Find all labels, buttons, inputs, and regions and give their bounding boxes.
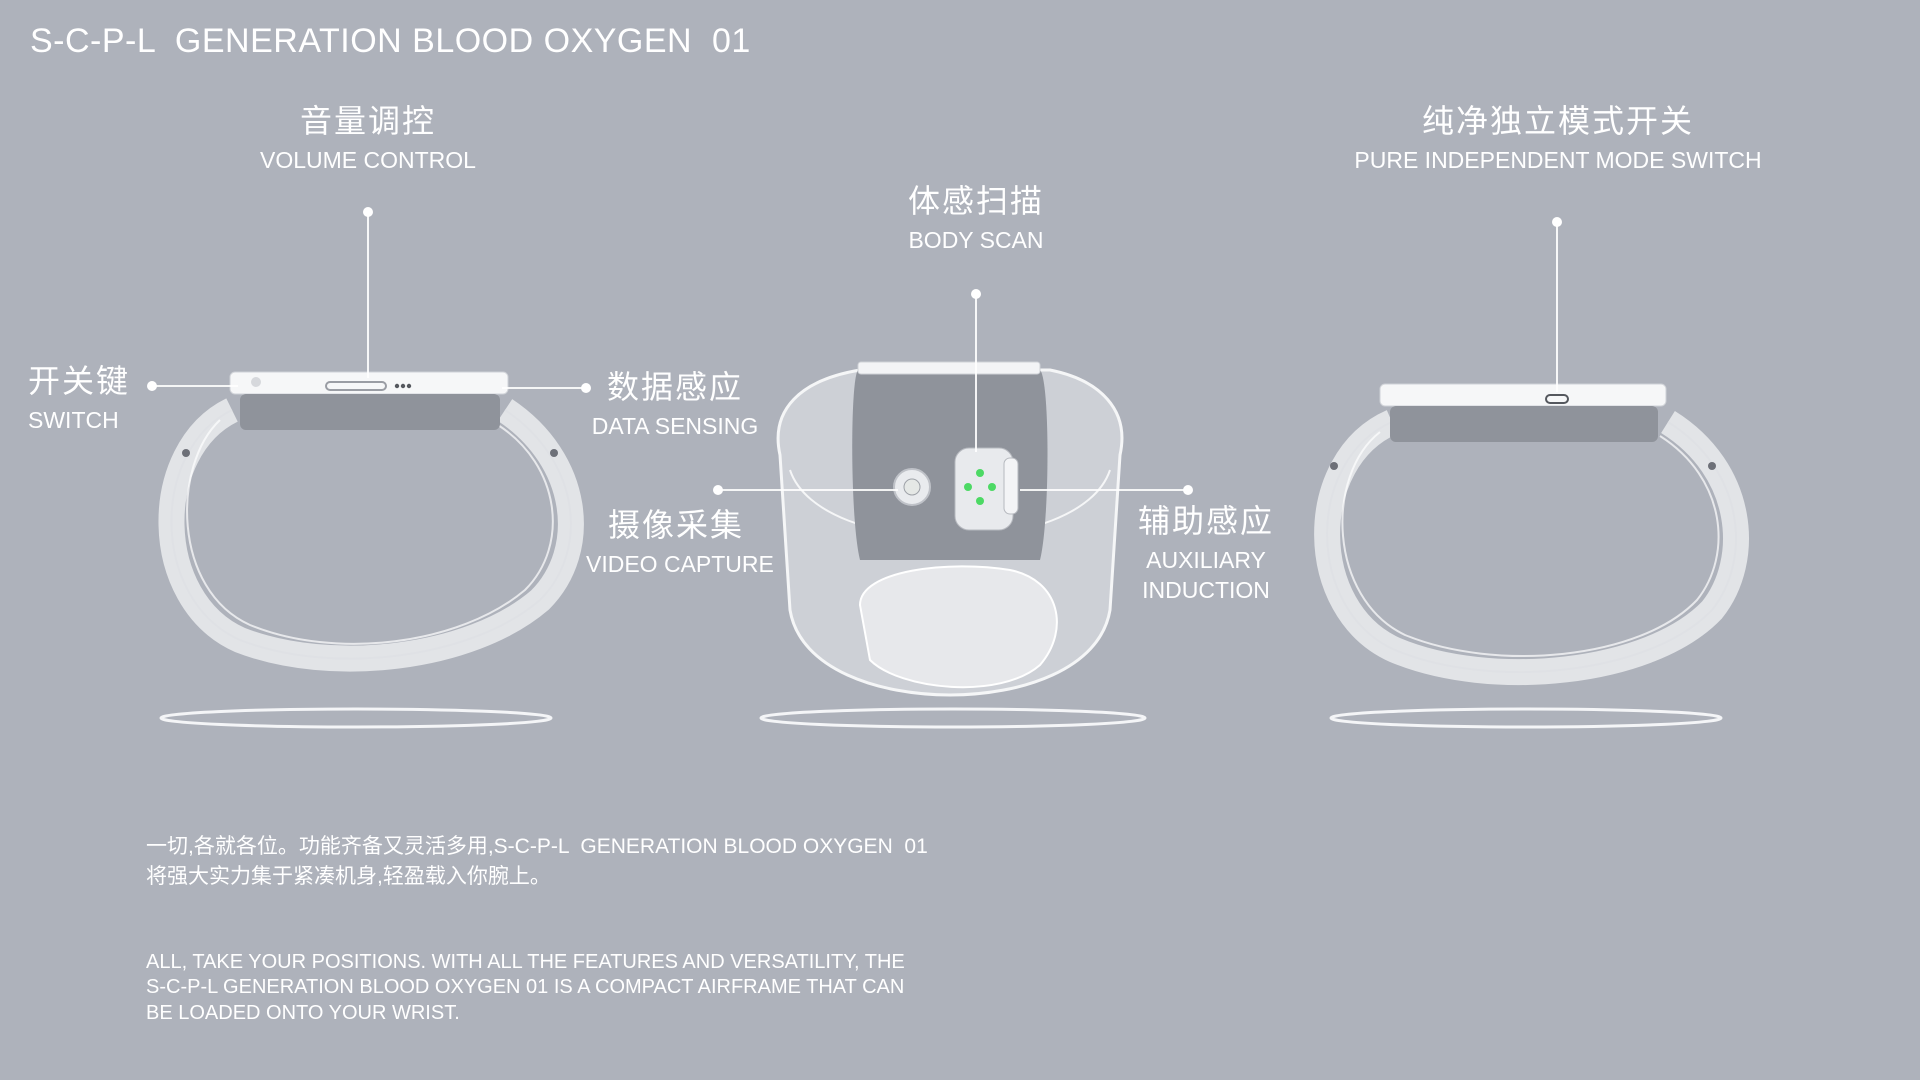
label-zh: 辅助感应 (1138, 503, 1275, 539)
label-zh: 数据感应 (606, 369, 743, 405)
description-en: ALL, TAKE YOUR POSITIONS. WITH ALL THE F… (146, 950, 906, 1026)
label-zh: 开关键 (28, 363, 131, 399)
callout-data-sensing: 数据感应 DATA SENSING (590, 368, 760, 442)
shadow-ellipse (159, 707, 553, 729)
label-en: DATA SENSING (591, 413, 759, 440)
watch-side-view-left (147, 207, 591, 729)
label-en: VOLUME CONTROL (260, 147, 476, 174)
callout-volume-control: 音量调控 VOLUME CONTROL (248, 102, 488, 176)
callout-video-capture: 摄像采集 VIDEO CAPTURE (586, 506, 774, 580)
watch-case (1379, 383, 1667, 407)
shadow-ellipse (1329, 707, 1723, 729)
label-zh: 体感扫描 (907, 183, 1044, 219)
description-zh-line1: 一切,各就各位。功能齐备又灵活多用,S-C-P-L GENERATION BLO… (146, 835, 928, 858)
label-en: VIDEO CAPTURE (586, 551, 774, 578)
callout-switch: 开关键 SWITCH (28, 362, 130, 436)
watch-strap (1314, 410, 1749, 686)
label-en: SWITCH (28, 407, 119, 434)
description-zh-line2: 将强大实力集于紧凑机身,轻盈载入你腕上。 (146, 864, 551, 888)
description-en-line3: BE LOADED ONTO YOUR WRIST. (146, 1001, 460, 1024)
page-title: S-C-P-L GENERATION BLOOD OXYGEN 01 (30, 22, 751, 60)
callout-auxiliary-induction: 辅助感应 AUXILIARY INDUCTION (1138, 502, 1274, 606)
watch-side-view-right (1314, 217, 1749, 729)
label-zh: 纯净独立模式开关 (1421, 103, 1694, 139)
description-en-line2: S-C-P-L GENERATION BLOOD OXYGEN 01 IS A … (146, 976, 905, 999)
shadow-ellipse (759, 707, 1147, 729)
callout-mode-switch: 纯净独立模式开关 PURE INDEPENDENT MODE SWITCH (1348, 102, 1768, 176)
label-zh: 音量调控 (299, 103, 436, 139)
label-zh: 摄像采集 (607, 507, 744, 543)
watch-rear-view-center (713, 289, 1193, 729)
description-en-line1: ALL, TAKE YOUR POSITIONS. WITH ALL THE F… (146, 951, 905, 973)
label-en: AUXILIARY (1146, 547, 1266, 574)
description-zh: 一切,各就各位。功能齐备又灵活多用,S-C-P-L GENERATION BLO… (146, 832, 928, 892)
label-en: PURE INDEPENDENT MODE SWITCH (1354, 147, 1762, 174)
label-en-line2: INDUCTION (1142, 577, 1270, 604)
callout-body-scan: 体感扫描 BODY SCAN (876, 182, 1076, 256)
label-en: BODY SCAN (908, 227, 1044, 254)
